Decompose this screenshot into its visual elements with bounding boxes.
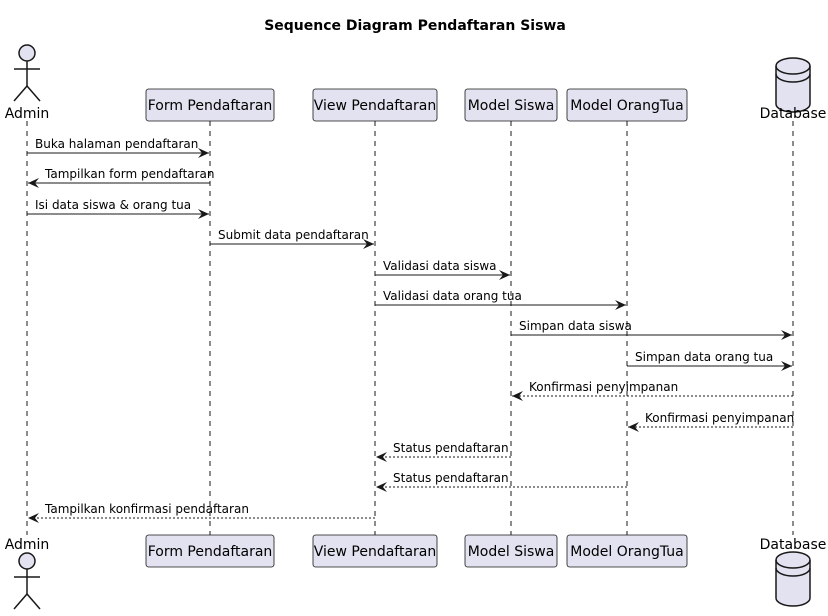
participant-box: [464, 534, 558, 568]
diagram-title: Sequence Diagram Pendaftaran Siswa: [264, 18, 566, 34]
actor-label: Admin: [5, 537, 50, 553]
participant-label: View Pendaftaran: [314, 544, 437, 560]
participant-view-bottom: View Pendaftaran: [312, 534, 438, 568]
message-label: Validasi data siswa: [383, 259, 497, 273]
message-4: Submit data pendaftaran: [210, 228, 374, 249]
message-label: Status pendaftaran: [393, 471, 509, 485]
message-9: Konfirmasi penyimpanan: [512, 380, 793, 401]
actor-leg-left: [13, 593, 28, 610]
database-cylinder-icon: [775, 57, 811, 113]
actor-admin-top: Admin: [5, 44, 50, 122]
message-7: Simpan data siswa: [511, 319, 792, 340]
actor-leg-right: [26, 85, 41, 102]
participants-bottom: Admin Form Pendaftaran View Pendaftaran Mod…: [5, 534, 827, 610]
actor-leg-right: [26, 593, 41, 610]
message-13: Tampilkan konfirmasi pendaftaran: [28, 502, 375, 523]
message-label: Status pendaftaran: [393, 441, 509, 455]
message-12: Status pendaftaran: [376, 471, 627, 492]
participant-label: Model OrangTua: [570, 544, 683, 560]
message-8: Simpan data orang tua: [627, 350, 792, 371]
message-1: Buka halaman pendaftaran: [27, 137, 209, 158]
message-label: Konfirmasi penyimpanan: [645, 411, 794, 425]
participant-ortu-top: Model OrangTua: [566, 88, 688, 122]
participant-label: Model OrangTua: [570, 98, 683, 114]
message-label: Validasi data orang tua: [383, 289, 522, 303]
database-db-top: Database: [760, 57, 827, 122]
message-11: Status pendaftaran: [376, 441, 511, 462]
database-rim: [775, 559, 811, 569]
participant-label: Model Siswa: [468, 544, 555, 560]
participant-label: Form Pendaftaran: [148, 544, 273, 560]
message-label: Isi data siswa & orang tua: [35, 198, 191, 212]
database-rim-inner: [775, 73, 811, 83]
participant-box: [464, 88, 558, 122]
message-6: Validasi data orang tua: [375, 289, 626, 310]
database-db-bottom: Database: [760, 537, 827, 607]
actor-head: [18, 44, 36, 62]
participant-box: [145, 88, 275, 122]
participant-box: [145, 534, 275, 568]
participant-label: Form Pendaftaran: [148, 98, 273, 114]
participants-top: Admin Form Pendaftaran View Pendaftaran Mod…: [5, 44, 827, 122]
message-2: Tampilkan form pendaftaran: [28, 167, 215, 188]
message-5: Validasi data siswa: [375, 259, 510, 280]
participant-view-top: View Pendaftaran: [312, 88, 438, 122]
participant-box: [566, 534, 688, 568]
message-label: Simpan data siswa: [519, 319, 632, 333]
database-label: Database: [760, 106, 827, 122]
participant-box: [312, 534, 438, 568]
actor-leg-left: [13, 85, 28, 102]
message-label: Buka halaman pendaftaran: [35, 137, 198, 151]
actor-head: [18, 552, 36, 570]
database-cylinder-icon: [775, 551, 811, 607]
message-label: Tampilkan konfirmasi pendaftaran: [44, 502, 249, 516]
message-label: Konfirmasi penyimpanan: [529, 380, 678, 394]
participant-form-top: Form Pendaftaran: [145, 88, 275, 122]
actor-label: Admin: [5, 106, 50, 122]
participant-siswa-top: Model Siswa: [464, 88, 558, 122]
message-10: Konfirmasi penyimpanan: [628, 411, 794, 432]
database-label: Database: [760, 537, 827, 553]
participant-siswa-bottom: Model Siswa: [464, 534, 558, 568]
participant-label: View Pendaftaran: [314, 98, 437, 114]
database-rim: [775, 65, 811, 75]
database-rim-inner: [775, 567, 811, 577]
message-3: Isi data siswa & orang tua: [27, 198, 209, 219]
participant-label: Model Siswa: [468, 98, 555, 114]
participant-form-bottom: Form Pendaftaran: [145, 534, 275, 568]
message-label: Simpan data orang tua: [635, 350, 773, 364]
participant-ortu-bottom: Model OrangTua: [566, 534, 688, 568]
message-label: Submit data pendaftaran: [218, 228, 369, 242]
message-label: Tampilkan form pendaftaran: [44, 167, 215, 181]
lifelines: [26, 121, 794, 535]
participant-box: [566, 88, 688, 122]
actor-admin-bottom: Admin: [5, 537, 50, 610]
participant-box: [312, 88, 438, 122]
